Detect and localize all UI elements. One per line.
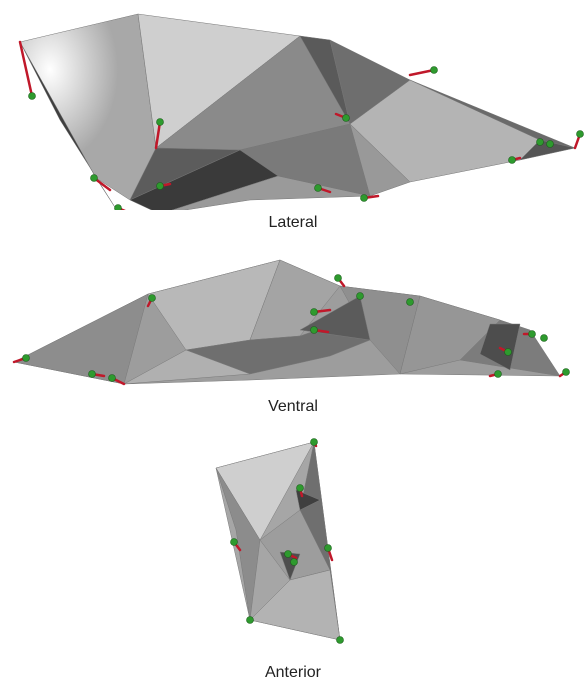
mesh-surface <box>13 259 561 385</box>
lateral-mesh <box>18 13 584 210</box>
lateral-view-panel: Lateral <box>0 0 586 240</box>
view-label-lateral: Lateral <box>268 214 318 231</box>
landmark-points <box>22 274 570 382</box>
mesh-surface <box>215 441 341 641</box>
landmark-points <box>230 438 344 644</box>
landmark-points <box>28 66 584 210</box>
ventral-mesh <box>12 259 570 386</box>
view-label-anterior: Anterior <box>264 664 322 681</box>
view-label-ventral: Ventral <box>268 398 318 415</box>
mesh-surface <box>19 13 576 210</box>
ventral-view-panel: Ventral <box>0 250 586 420</box>
anterior-mesh <box>215 438 344 644</box>
anterior-view-panel: Anterior <box>0 430 586 686</box>
